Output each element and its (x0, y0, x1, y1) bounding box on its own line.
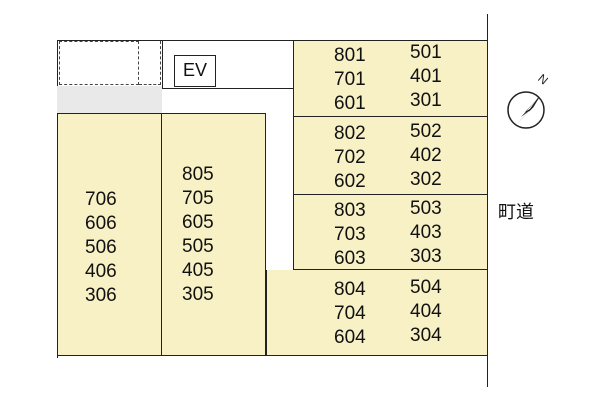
space-number: 304 (410, 325, 442, 346)
space-number: 706 (85, 189, 117, 210)
right-block-3-col-b: 503 403 303 (410, 197, 442, 269)
right-block-2-col-b: 502 402 302 (410, 120, 442, 192)
space-number: 804 (334, 279, 366, 300)
space-number: 703 (334, 224, 366, 245)
compass-icon: N (507, 71, 551, 129)
parking-block-right-1 (293, 40, 487, 117)
space-number: 501 (410, 42, 442, 63)
space-number: 601 (334, 93, 366, 114)
space-number: 401 (410, 66, 442, 87)
road-label: 町道 (498, 202, 534, 223)
space-number: 803 (334, 200, 366, 221)
space-number: 403 (410, 222, 442, 243)
ev-corridor-line-top (162, 88, 294, 89)
space-number: 605 (182, 212, 214, 233)
right-block-1-col-a: 801 701 601 (334, 44, 366, 116)
elevator: EV (174, 55, 216, 87)
space-number: 502 (410, 121, 442, 142)
parking-block-right-3 (293, 195, 487, 270)
space-number: 405 (182, 260, 214, 281)
space-number: 805 (182, 164, 214, 185)
parking-block-left-b (162, 113, 266, 356)
space-number: 602 (334, 171, 366, 192)
space-number: 704 (334, 303, 366, 324)
elevator-label: EV (182, 60, 207, 80)
parking-block-right-4-fill (294, 271, 487, 355)
space-number: 505 (182, 236, 214, 257)
right-block-1-col-b: 501 401 301 (410, 41, 442, 113)
space-number: 606 (85, 213, 117, 234)
space-number: 504 (410, 277, 442, 298)
space-number: 306 (85, 285, 117, 306)
space-number: 404 (410, 301, 442, 322)
space-number: 802 (334, 123, 366, 144)
space-number: 406 (85, 261, 117, 282)
space-number: 603 (334, 248, 366, 269)
space-number: 402 (410, 145, 442, 166)
left-block-b-numbers: 805 705 605 505 405 305 (182, 163, 214, 307)
space-number: 303 (410, 246, 442, 267)
right-block-2-col-a: 802 702 602 (334, 122, 366, 194)
dashed-step (139, 41, 161, 85)
space-number: 701 (334, 69, 366, 90)
ev-corridor-line (162, 40, 163, 88)
space-number: 604 (334, 327, 366, 348)
space-number: 506 (85, 237, 117, 258)
space-number: 301 (410, 90, 442, 111)
right-block-4-col-b: 504 404 304 (410, 276, 442, 348)
space-number: 302 (410, 169, 442, 190)
parking-block-left-a (57, 113, 162, 356)
right-block-4-col-a: 804 704 604 (334, 278, 366, 350)
right-block-3-col-a: 803 703 603 (334, 199, 366, 271)
space-number: 305 (182, 284, 214, 305)
dashed-box (59, 41, 139, 85)
space-number: 702 (334, 147, 366, 168)
left-block-a-numbers: 706 606 506 406 306 (85, 188, 117, 308)
common-area (57, 86, 162, 113)
parking-block-right-2 (293, 117, 487, 195)
space-number: 503 (410, 198, 442, 219)
compass-letter: N (535, 71, 551, 87)
road-line (487, 14, 488, 387)
space-number: 801 (334, 45, 366, 66)
space-number: 705 (182, 188, 214, 209)
